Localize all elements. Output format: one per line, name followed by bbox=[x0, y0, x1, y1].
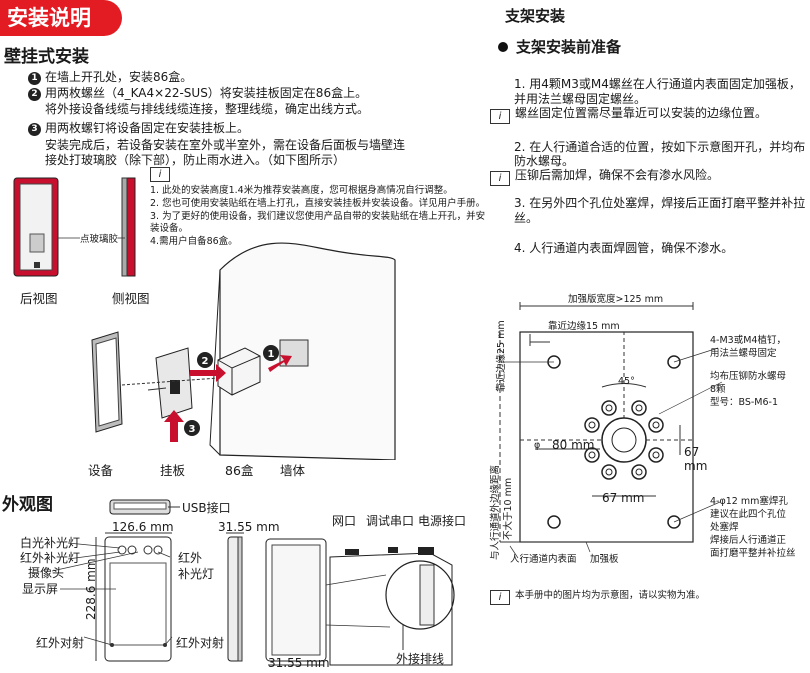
bracket-item-4: 4. 人行通道内表面焊圆管，确保不渗水。 bbox=[514, 241, 734, 255]
nut-label-2: 8颗 bbox=[710, 384, 726, 395]
glue-label: 点玻璃胶 bbox=[80, 234, 119, 245]
callout-2: 2 bbox=[202, 356, 209, 367]
bracket-title: 支架安装 bbox=[505, 7, 566, 25]
side-distance-label-2: 不大于10 mm bbox=[503, 477, 514, 540]
bullet-icon bbox=[498, 42, 508, 52]
phi-80-label: 80 mm bbox=[552, 438, 595, 452]
plate-width-label: 加强版宽度>125 mm bbox=[568, 294, 664, 305]
note-icon: i bbox=[490, 590, 510, 605]
section-header-install: 安装说明 bbox=[0, 0, 122, 36]
bracket-item-3: 3. 在另外四个孔位处塞焊，焊接后正面打磨平整并补拉 bbox=[514, 196, 806, 210]
angle-label: 45° bbox=[618, 376, 635, 387]
inner-surface-label: 人行通道内表面 bbox=[510, 554, 577, 565]
section-title-appearance: 外观图 bbox=[2, 495, 53, 515]
step-2-detail: 将外接设备线缆与排线线缆连接，整理线缆，确定出线方式。 bbox=[45, 102, 370, 116]
plug-label-3: 处塞焊 bbox=[710, 522, 739, 533]
bracket-item-3-cont: 丝。 bbox=[514, 211, 539, 225]
callout-1: 1 bbox=[268, 349, 275, 360]
side-distance-label-1: 与人行通道外边缘距离 bbox=[490, 464, 501, 560]
installation-exploded-drawing: 1 2 3 bbox=[91, 242, 396, 460]
width-dimension: 126.6 mm bbox=[112, 520, 174, 534]
part-box-label: 86盒 bbox=[225, 463, 254, 478]
reinforcing-plate-label: 加强板 bbox=[590, 554, 619, 565]
plug-label-2: 建议在此四个孔位 bbox=[710, 509, 787, 520]
bracket-item-2: 2. 在人行通道合适的位置，按如下示意图开孔，并均布 bbox=[514, 140, 806, 154]
plug-label-5: 面打磨平整并补拉丝 bbox=[710, 548, 796, 559]
power-port-label: 电源接口 bbox=[418, 514, 467, 528]
bracket-subtitle: 支架安装前准备 bbox=[498, 36, 621, 57]
ext-cable-label: 外接排线 bbox=[396, 652, 445, 666]
ir-light-left-label: 红外补光灯 bbox=[20, 551, 81, 565]
step-3-detail-1: 安装完成后，若设备安装在室外或半室外，需在设备后面板与墙壁连 bbox=[45, 138, 406, 152]
usb-port-label: USB接口 bbox=[182, 501, 231, 515]
note-icon: i bbox=[490, 171, 510, 186]
step-number-3: 3 bbox=[28, 123, 41, 136]
phi-symbol: φ bbox=[534, 440, 541, 451]
bracket-item-2-cont: 防水螺母。 bbox=[514, 154, 575, 168]
section-title-wall-mount: 壁挂式安装 bbox=[4, 47, 89, 67]
dim-67-vertical: 67 bbox=[684, 445, 700, 459]
ir-pair-right-label: 红外对射 bbox=[176, 636, 225, 650]
step-3-detail-2: 接处打玻璃胶（除下部），防止雨水进入。（如下图所示） bbox=[45, 153, 346, 167]
step-number-1: 1 bbox=[28, 72, 41, 85]
part-wall-label: 墙体 bbox=[280, 463, 306, 478]
nut-label-1: 均布压铆防水螺母 bbox=[710, 371, 787, 382]
note-1: 1. 此处的安装高度1.4米为推荐安装高度，您可根据身高情况自行调整。 bbox=[150, 185, 453, 196]
note-icon: i bbox=[150, 167, 170, 182]
plug-label-4: 焊接后人行通道正 bbox=[710, 535, 787, 546]
debug-port-label: 调试串口 bbox=[366, 514, 415, 528]
note-2: 2. 您也可使用安装贴纸在墙上打孔，直接安装挂板并安装设备。详见用户手册。 bbox=[150, 198, 486, 209]
depth-dimension: 31.55 mm bbox=[218, 520, 280, 534]
ir-light-right-label-1: 红外 bbox=[178, 551, 203, 565]
ir-light-right-label-2: 补光灯 bbox=[178, 567, 215, 581]
part-device-label: 设备 bbox=[88, 463, 114, 478]
note-3: 3. 为了更好的使用设备，我们建议您使用产品自带的安装贴纸在墙上开孔，并安 bbox=[150, 211, 486, 222]
rear-view-label: 后视图 bbox=[20, 291, 58, 306]
part-plate-label: 挂板 bbox=[160, 463, 186, 478]
height-dimension: 228.6 mm bbox=[84, 558, 98, 620]
rear-side-view-drawing bbox=[13, 177, 136, 277]
note-4: 4.需用户自备86盒。 bbox=[150, 236, 238, 247]
note-icon: i bbox=[490, 109, 510, 124]
bracket-item-1: 1. 用4颗M3或M4螺丝在人行通道内表面固定加强板， bbox=[514, 77, 801, 91]
dim-67-vertical-unit: mm bbox=[684, 459, 708, 473]
edge-25-label: 靠近边缘25 mm bbox=[496, 320, 507, 392]
bracket-item-1-cont: 并用法兰螺母固定螺丝。 bbox=[514, 92, 647, 106]
nut-label-3: 型号：BS-M6-1 bbox=[710, 397, 779, 408]
bolts-label-2: 用法兰螺母固定 bbox=[710, 348, 777, 359]
appearance-drawing bbox=[51, 499, 455, 666]
camera-label: 摄像头 bbox=[28, 566, 65, 580]
ir-pair-left-label: 红外对射 bbox=[36, 636, 85, 650]
depth-bottom-dimension: 31.55 mm bbox=[268, 656, 330, 670]
step-number-2: 2 bbox=[28, 88, 41, 101]
screen-label: 显示屏 bbox=[22, 582, 59, 596]
bolts-label-1: 4-M3或M4植钉， bbox=[710, 335, 786, 346]
white-light-label: 白光补光灯 bbox=[20, 536, 81, 550]
edge-15-label: 靠近边缘15 mm bbox=[548, 321, 620, 332]
bracket-drilling-diagram bbox=[499, 302, 723, 559]
plug-label-1: 4-φ12 mm塞焊孔 bbox=[710, 496, 788, 507]
side-view-label: 侧视图 bbox=[112, 291, 150, 306]
dim-67-horizontal: 67 mm bbox=[602, 491, 645, 505]
net-port-label: 网口 bbox=[332, 514, 357, 528]
note-3-cont: 装设备。 bbox=[150, 223, 189, 234]
callout-3: 3 bbox=[189, 424, 196, 435]
